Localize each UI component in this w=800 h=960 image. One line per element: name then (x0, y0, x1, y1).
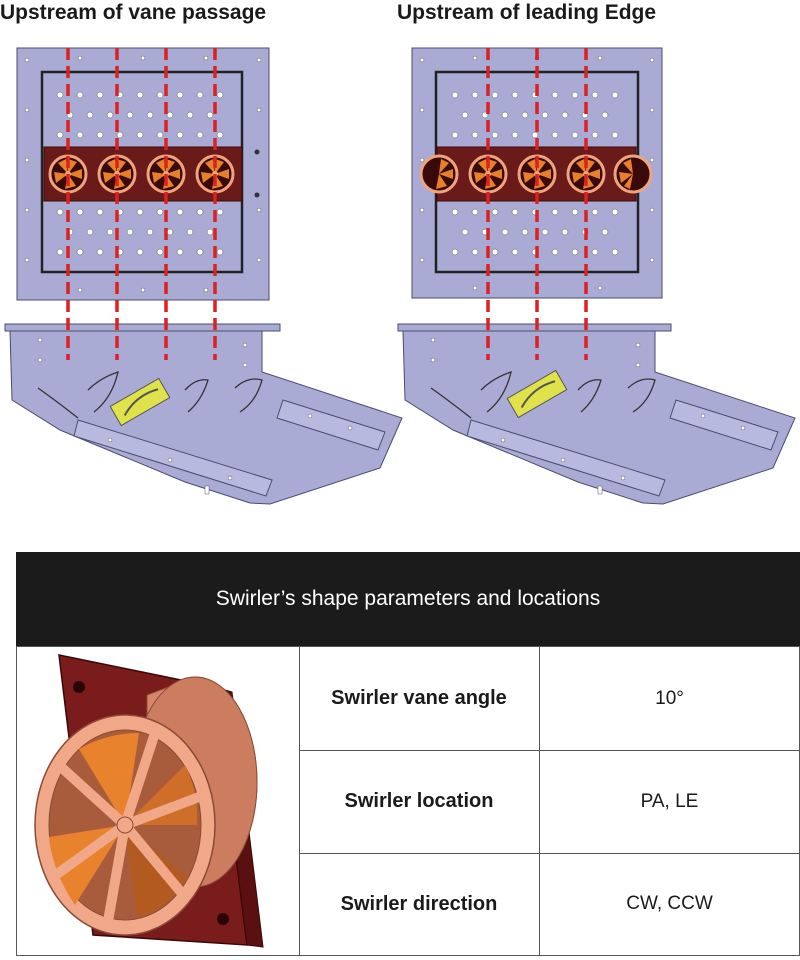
param-value-vane-angle: 10° (655, 687, 684, 709)
panel-title-leading-edge: Upstream of leading Edge (397, 1, 657, 24)
swirler-parameters-table: Swirler’s shape parameters and locations (16, 552, 800, 956)
flange-right (397, 323, 672, 332)
param-label-location: Swirler location (299, 750, 540, 853)
table-row: Swirler location PA, LE (299, 750, 799, 854)
test-rig-drawings (4, 47, 796, 505)
rig-right (397, 47, 796, 505)
swirler-3d-icon (34, 654, 264, 948)
lower-rail-right (466, 419, 666, 497)
table-row: Swirler vane angle 10° (299, 647, 799, 751)
rig-left (4, 47, 403, 505)
side-holes-right (430, 337, 746, 495)
table-header: Swirler’s shape parameters and locations (16, 552, 800, 646)
table-header-text: Swirler’s shape parameters and locations (215, 587, 601, 610)
side-body-left (9, 330, 403, 505)
yellow-insert-left (109, 377, 171, 427)
end-rail-right (669, 399, 779, 451)
dashed-lines-right (486, 48, 588, 360)
marker-hole-left-2 (254, 192, 260, 198)
side-holes-left (37, 337, 353, 495)
yellow-insert-right (506, 369, 568, 419)
flange-left (4, 323, 281, 332)
table-row: Swirler direction CW, CCW (299, 853, 799, 955)
table-body: Swirler vane angle 10° Swirler location … (16, 646, 800, 956)
param-value-location: PA, LE (640, 790, 699, 812)
lower-rail-left (73, 419, 273, 497)
param-label-vane-angle: Swirler vane angle (299, 647, 540, 750)
swirler-image-cell (17, 647, 300, 955)
panel-title-vane-passage: Upstream of vane passage (0, 1, 267, 24)
param-label-direction: Swirler direction (299, 853, 540, 955)
param-value-direction: CW, CCW (626, 893, 713, 914)
vane-profiles-left (37, 371, 263, 419)
hole-grid-right (451, 91, 619, 256)
dashed-lines-left (66, 48, 217, 360)
hole-grid-left (56, 91, 224, 256)
side-body-right (402, 330, 796, 505)
edge-holes-left (24, 55, 262, 293)
vane-profiles-right (430, 371, 656, 419)
end-rail-left (276, 399, 386, 451)
marker-hole-left-1 (254, 149, 260, 155)
